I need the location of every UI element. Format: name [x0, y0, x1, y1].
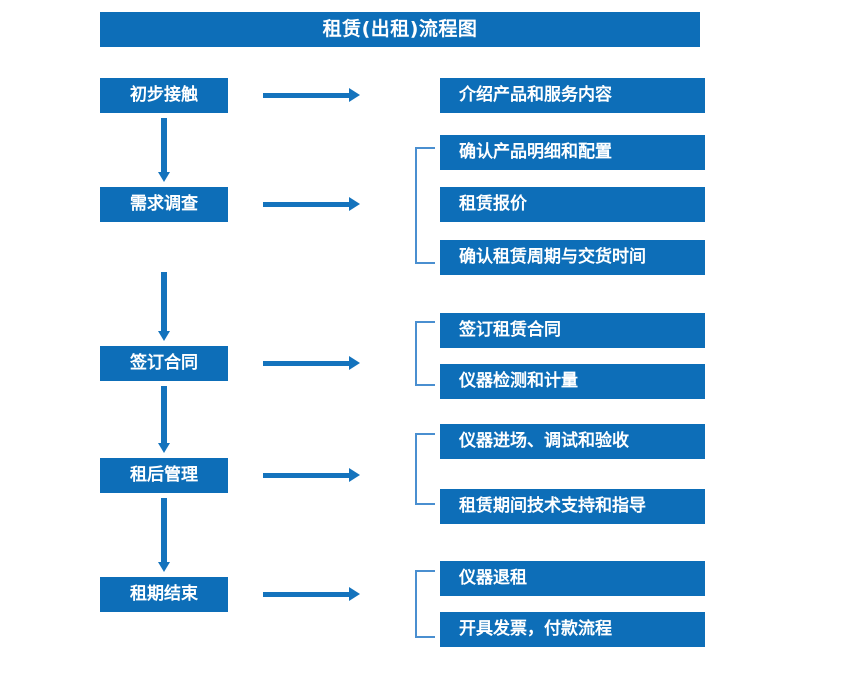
arrow-stem	[161, 498, 167, 562]
right-arrow-stage5	[263, 587, 360, 601]
down-arrow-stage3-stage4	[158, 386, 170, 453]
arrow-stem	[263, 93, 351, 98]
arrow-stem	[263, 202, 351, 207]
detail-box-g3-1[interactable]: 签订租赁合同	[440, 313, 705, 348]
arrow-head	[349, 587, 360, 601]
right-arrow-stage1	[263, 88, 360, 102]
stage-box-1[interactable]: 初步接触	[100, 78, 228, 113]
right-arrow-stage2	[263, 197, 360, 211]
arrow-stem	[161, 118, 167, 172]
down-arrow-stage1-stage2	[158, 118, 170, 182]
arrow-stem	[263, 473, 351, 478]
detail-box-g2-2[interactable]: 租赁报价	[440, 187, 705, 222]
arrow-head	[158, 562, 170, 572]
arrow-stem	[263, 361, 351, 366]
group-bracket-3	[415, 321, 435, 386]
stage-box-4[interactable]: 租后管理	[100, 458, 228, 493]
diagram-title: 租赁(出租)流程图	[100, 12, 700, 47]
arrow-stem	[161, 272, 167, 331]
group-bracket-4	[415, 433, 435, 505]
arrow-head	[349, 356, 360, 370]
stage-box-2[interactable]: 需求调查	[100, 187, 228, 222]
arrow-head	[349, 197, 360, 211]
down-arrow-stage4-stage5	[158, 498, 170, 572]
group-bracket-5	[415, 570, 435, 638]
arrow-head	[349, 468, 360, 482]
arrow-stem	[263, 592, 351, 597]
detail-box-g4-2[interactable]: 租赁期间技术支持和指导	[440, 489, 705, 524]
detail-box-g2-1[interactable]: 确认产品明细和配置	[440, 135, 705, 170]
arrow-head	[158, 443, 170, 453]
group-bracket-2	[415, 147, 435, 264]
detail-box-g2-3[interactable]: 确认租赁周期与交货时间	[440, 240, 705, 275]
stage-box-5[interactable]: 租期结束	[100, 577, 228, 612]
detail-box-g5-2[interactable]: 开具发票，付款流程	[440, 612, 705, 647]
stage-box-3[interactable]: 签订合同	[100, 346, 228, 381]
arrow-head	[158, 172, 170, 182]
arrow-head	[349, 88, 360, 102]
arrow-head	[158, 331, 170, 341]
right-arrow-stage4	[263, 468, 360, 482]
detail-box-g5-1[interactable]: 仪器退租	[440, 561, 705, 596]
arrow-stem	[161, 386, 167, 443]
detail-box-g4-1[interactable]: 仪器进场、调试和验收	[440, 424, 705, 459]
right-arrow-stage3	[263, 356, 360, 370]
down-arrow-stage2-stage3	[158, 272, 170, 341]
detail-box-g3-2[interactable]: 仪器检测和计量	[440, 364, 705, 399]
detail-box-g1-1[interactable]: 介绍产品和服务内容	[440, 78, 705, 113]
